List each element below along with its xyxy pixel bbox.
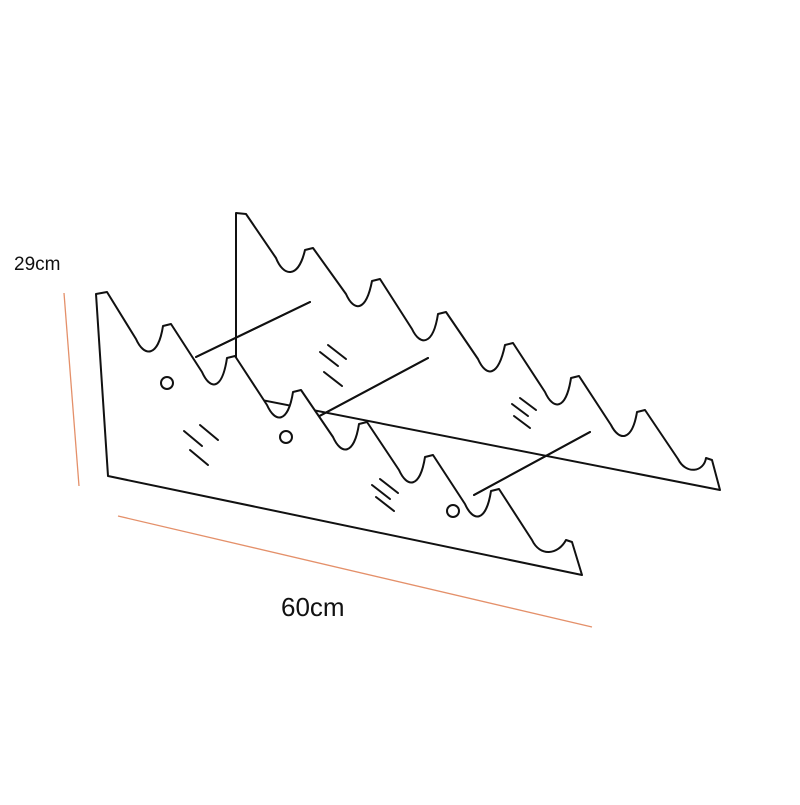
front-panel [95, 291, 583, 576]
back-panel-slots [319, 344, 537, 429]
hole-1 [160, 376, 174, 390]
front-panel-holes [160, 376, 460, 518]
front-panel-slots [183, 424, 399, 512]
hole-3 [446, 504, 460, 518]
rod-bottom-fill [473, 431, 591, 496]
rod-middle-fill [311, 357, 429, 421]
support-rods [195, 301, 591, 496]
rod-top-fill [195, 301, 311, 358]
height-dimension-line [63, 292, 80, 487]
back-panel [235, 212, 721, 491]
height-label: 29cm [14, 254, 61, 275]
width-label: 60cm [281, 592, 345, 622]
width-dimension-line [117, 515, 593, 628]
hole-2 [279, 430, 293, 444]
